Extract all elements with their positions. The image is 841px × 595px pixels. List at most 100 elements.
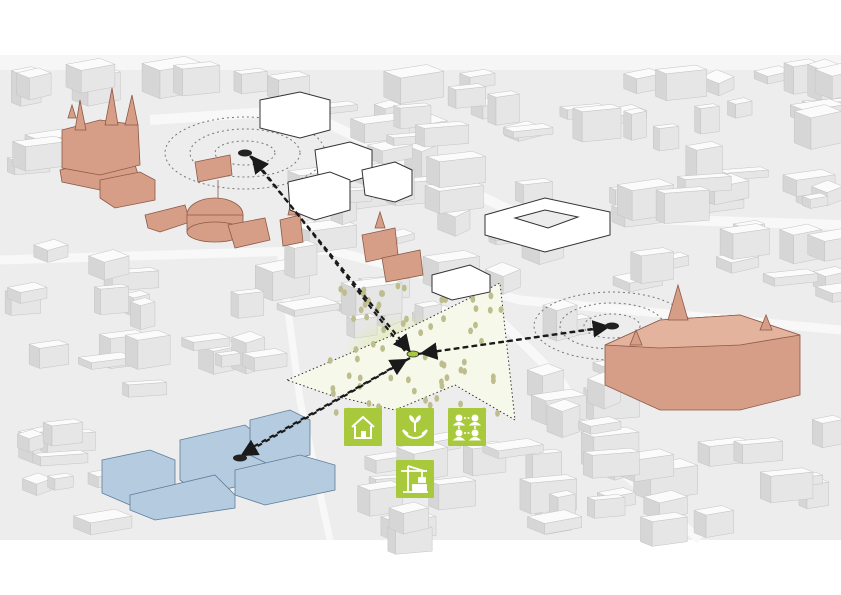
generic-building [173,61,220,70]
generic-building [742,440,784,465]
generic-building [631,110,647,141]
generic-building [572,104,622,113]
tree-marker [439,360,445,368]
generic-building [684,141,724,151]
construction-crane-icon [396,460,434,498]
tree-marker [381,326,387,334]
generic-building [655,64,707,75]
generic-building [542,299,578,311]
generic-building [130,301,141,331]
generic-building [519,478,531,515]
generic-building [487,93,497,126]
generic-building [65,58,116,71]
generic-building [677,173,732,180]
generic-building [814,63,841,77]
generic-building [276,296,341,311]
generic-building [43,418,83,427]
tree-marker [428,323,434,330]
tree-marker [461,358,467,366]
generic-building [733,440,743,465]
tree-marker [441,315,446,323]
tree-marker [330,390,336,397]
generic-building [94,286,101,316]
tree-marker [411,387,417,395]
generic-building [701,69,735,84]
generic-building [447,86,457,109]
tree-marker [342,289,347,297]
generic-building [556,304,578,342]
generic-building [32,450,89,458]
tree-marker [418,329,424,337]
generic-building [726,97,753,105]
generic-building [387,527,396,555]
generic-building [519,474,577,484]
generic-building [824,238,841,262]
generic-building [422,250,481,263]
generic-building [72,508,133,524]
generic-building [810,179,841,193]
connection-arrow [419,326,603,360]
generic-building [831,73,841,100]
generic-building [458,68,496,78]
tree-marker [468,327,473,335]
generic-building [393,102,432,109]
tree-marker [353,346,359,353]
domed-building [144,180,271,249]
generic-building [733,437,783,445]
connection-arrow [249,155,411,353]
generic-building [241,348,288,359]
generic-building [484,261,521,277]
generic-building [812,266,841,277]
generic-building [129,297,156,306]
generic-building [639,512,689,522]
generic-building [616,178,675,191]
generic-building [6,281,48,293]
connection-arrow [251,155,406,352]
generic-building [515,178,553,186]
generic-building [623,110,633,141]
generic-building [583,451,593,479]
tree-marker [405,376,411,384]
generic-building [266,70,311,81]
outlined-buildings [259,91,611,301]
generic-building [592,451,640,479]
generic-building [214,350,242,356]
generic-building [462,444,474,477]
tree-marker [495,409,500,417]
generic-building [693,505,735,516]
generic-building [832,291,841,303]
generic-building [526,363,565,377]
generic-building [763,268,818,279]
generic-building [793,104,841,119]
cathedral-building [59,87,141,191]
generic-building [413,300,443,308]
tree-marker [458,366,464,374]
tree-marker [458,400,463,408]
generic-building [653,123,679,129]
heritage-buildings [59,87,801,411]
generic-building [393,105,401,130]
tree-marker [400,320,406,328]
generic-building [801,192,829,200]
generic-building [587,496,595,519]
generic-building [122,379,167,386]
generic-building [587,494,626,501]
generic-building [700,105,720,135]
tree-marker [427,401,433,409]
tree-marker [439,296,445,304]
housing-icon [344,408,382,446]
generic-building [15,67,52,79]
tree-marker [327,357,333,364]
generic-building [694,105,702,135]
tree-marker [357,374,363,382]
generic-building [382,64,445,79]
generic-building [173,64,183,97]
generic-building [100,286,129,316]
generic-building [357,485,371,517]
tree-marker [338,285,344,293]
tree-marker [346,372,352,380]
generic-building [230,291,239,319]
generic-building [583,447,640,456]
nature-care-icon [396,408,434,446]
tree-marker [362,301,368,308]
